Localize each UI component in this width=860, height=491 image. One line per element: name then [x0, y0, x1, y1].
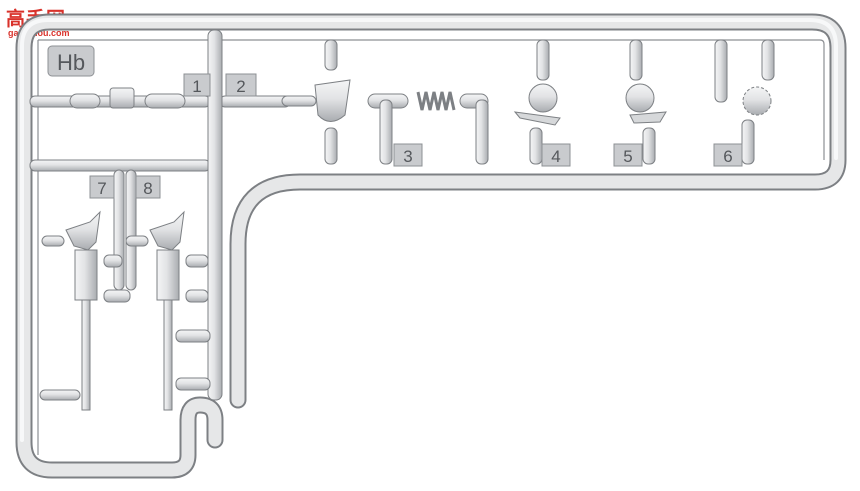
part-7-machine-gun	[39, 210, 131, 411]
part-8-machine-gun	[125, 210, 211, 411]
part-number-tag-2: 2	[225, 73, 257, 97]
part-number-tag-8: 8	[135, 175, 161, 199]
part-number-5: 5	[623, 147, 632, 166]
part-number-tag-4: 4	[541, 143, 571, 167]
part-5-disc	[625, 39, 667, 165]
part-1-cylinder	[69, 87, 186, 109]
vertical-runner-8	[125, 169, 137, 291]
part-number-2: 2	[236, 77, 245, 96]
part-number-6: 6	[723, 147, 732, 166]
part-number-4: 4	[551, 147, 560, 166]
part-4-disc	[513, 39, 561, 165]
spring-part	[367, 91, 489, 165]
part-number-3: 3	[403, 147, 412, 166]
part-number-tag-1: 1	[183, 73, 211, 97]
watermark-url: gao-shou.com	[8, 28, 70, 38]
part-number-tag-5: 5	[613, 143, 643, 167]
horizontal-runner-middle	[29, 159, 211, 172]
part-number-tag-3: 3	[393, 143, 423, 167]
part-number-tag-7: 7	[89, 175, 115, 199]
outer-frame-runner	[15, 13, 847, 479]
inner-runner-lines	[37, 39, 825, 455]
vertical-runner-7	[113, 169, 125, 291]
part-number-1: 1	[192, 77, 201, 96]
part-number-tag-6: 6	[713, 143, 743, 167]
funnel-part	[281, 39, 351, 165]
sprue-id-label: Hb	[57, 50, 85, 75]
vertical-runner-center	[207, 29, 223, 401]
part-6-gear	[714, 39, 775, 165]
sprue-id-tag: Hb	[47, 45, 95, 77]
part-number-7: 7	[97, 179, 106, 198]
part-number-8: 8	[143, 179, 152, 198]
